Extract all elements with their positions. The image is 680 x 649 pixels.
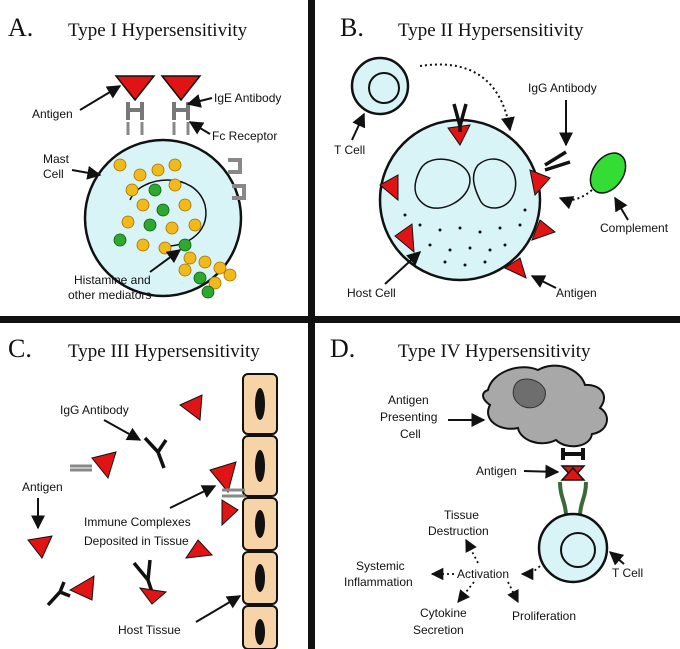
panel-c-title: Type III Hypersensitivity: [68, 341, 260, 362]
panel-c-letter: C.: [8, 334, 32, 363]
arrow-antigen-b: [530, 275, 557, 289]
activation-to-tissue-arrow: [465, 538, 479, 564]
arrow-antigen: [79, 85, 122, 111]
host-tissue: [242, 373, 278, 649]
arrow-igg-c: [103, 419, 142, 441]
t-cell-b-nucleus: [368, 72, 400, 104]
horizontal-divider: [0, 316, 680, 323]
ige-antibody-1: [114, 75, 156, 135]
ige-antibody-2: [160, 75, 202, 135]
label-host-cell: Host Cell: [347, 286, 396, 300]
host-dots: [403, 208, 527, 267]
panel-b: B. Type II Hypersensitivity: [334, 13, 669, 300]
arrow-ige: [186, 94, 213, 108]
label-cell: Cell: [43, 167, 64, 181]
label-immune-complexes: Immune Complexes: [84, 515, 191, 529]
igg-antibody-free: [143, 436, 168, 469]
panel-d-letter: D.: [330, 334, 355, 363]
immune-complex-1: [70, 451, 117, 480]
panel-a: A. Type I Hypersensitivity: [8, 13, 281, 302]
vertical-divider: [308, 0, 315, 649]
label-igg-antibody: IgG Antibody: [528, 81, 597, 95]
fc-receptor-1: [228, 158, 242, 174]
label-antigen-b: Antigen: [556, 286, 597, 300]
t-cell-d-nucleus: [560, 532, 596, 568]
fc-receptor-2: [232, 184, 246, 200]
label-complement: Complement: [600, 221, 669, 235]
host-antigens: [379, 124, 557, 279]
label-igg-antibody-c: IgG Antibody: [60, 403, 129, 417]
panel-b-letter: B.: [340, 13, 364, 42]
arrow-complement: [614, 196, 629, 221]
label-mast: Mast: [43, 152, 70, 166]
panel-d: D. Type IV Hypersensitivity Antigen Pres…: [330, 334, 643, 637]
panel-c: C. Type III Hypersensitivity: [8, 334, 278, 649]
label-t-cell: T Cell: [334, 143, 365, 157]
label-antigen: Antigen: [32, 107, 73, 121]
label-destruction: Destruction: [428, 524, 489, 538]
host-nucleus-2: [472, 158, 517, 209]
panel-b-title: Type II Hypersensitivity: [398, 20, 584, 41]
label-tissue: Tissue: [444, 508, 479, 522]
label-cytokine: Cytokine: [420, 606, 467, 620]
granules: [113, 158, 237, 299]
label-proliferation: Proliferation: [512, 609, 576, 623]
label-apc-1: Antigen: [388, 393, 429, 407]
label-antigen-c: Antigen: [22, 480, 63, 494]
arrow-mast: [71, 165, 102, 180]
label-deposited: Deposited in Tissue: [84, 534, 189, 548]
label-activation: Activation: [457, 567, 509, 581]
label-antigen-d: Antigen: [476, 464, 517, 478]
label-ige-antibody: IgE Antibody: [214, 91, 281, 105]
igg-bound-right: [544, 150, 571, 172]
arrow-immune-complexes: [169, 485, 217, 509]
free-antigens: [27, 394, 239, 559]
label-inflammation: Inflammation: [344, 575, 413, 589]
label-systemic: Systemic: [356, 559, 405, 573]
label-apc-3: Cell: [400, 427, 421, 441]
arrow-histamine: [149, 249, 182, 273]
apc-nucleus: [512, 378, 546, 409]
arrow-host-cell: [384, 251, 422, 285]
immune-complex-2: [46, 575, 95, 607]
mhc-receptor: [561, 448, 585, 460]
label-fc-receptor: Fc Receptor: [212, 129, 277, 143]
label-mediators: other mediators: [68, 288, 151, 302]
arrow-t-cell-d: [608, 551, 625, 566]
immune-complex-3: [132, 559, 168, 605]
arrow-antigen-d: [523, 464, 560, 479]
antigen-presenting-cell: [482, 364, 608, 448]
label-secretion: Secretion: [413, 623, 464, 637]
panel-a-letter: A.: [8, 13, 33, 42]
arrow-fc: [188, 121, 211, 135]
activation-to-proliferation-arrow: [507, 581, 519, 604]
label-t-cell-d: T Cell: [612, 566, 643, 580]
igg-bound-top: [452, 103, 468, 132]
panel-a-title: Type I Hypersensitivity: [68, 20, 248, 41]
antigen-d-bottom: [560, 466, 586, 481]
deposited-antibody: [222, 488, 245, 498]
t-cell-receptor: [558, 481, 588, 517]
label-apc-2: Presenting: [380, 410, 437, 424]
activation-to-cytokine-arrow: [457, 581, 475, 603]
label-histamine: Histamine and: [74, 273, 151, 287]
arrow-t-cell: [351, 112, 366, 141]
label-host-tissue: Host Tissue: [118, 623, 181, 637]
panel-d-title: Type IV Hypersensitivity: [398, 341, 591, 362]
arrow-host-tissue: [195, 595, 242, 623]
tcell-to-activation-arrow: [520, 565, 541, 581]
host-nucleus-1: [414, 158, 471, 209]
complement-shape: [589, 152, 627, 194]
